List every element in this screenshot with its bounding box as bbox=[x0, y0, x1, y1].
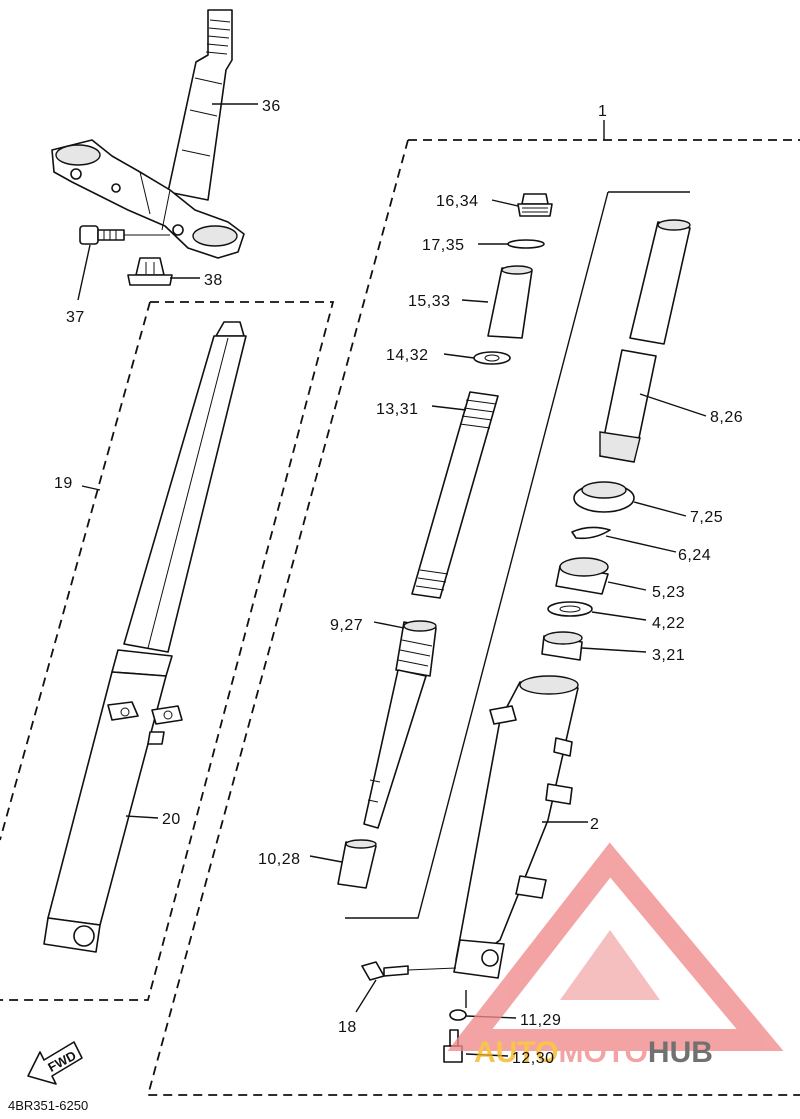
label-9-27: 9,27 bbox=[330, 617, 363, 634]
label-5-23: 5,23 bbox=[652, 584, 685, 601]
inner-tube-part-8 bbox=[599, 219, 691, 463]
label-38: 38 bbox=[204, 272, 223, 289]
clip-part-6 bbox=[571, 526, 611, 540]
watermark-hub: HUB bbox=[648, 1036, 713, 1069]
label-4-22: 4,22 bbox=[652, 615, 685, 632]
label-14-32: 14,32 bbox=[386, 347, 429, 364]
label-15-33: 15,33 bbox=[408, 293, 451, 310]
watermark-logo: AUTOMOTOHUB bbox=[447, 842, 784, 1069]
washer-part-14 bbox=[473, 351, 511, 365]
watermark-moto: MOTO bbox=[558, 1036, 647, 1069]
label-1: 1 bbox=[598, 103, 607, 120]
steering-stem-part-36 bbox=[167, 9, 233, 201]
oil-seal-part-5 bbox=[555, 557, 609, 595]
leader-lines bbox=[77, 103, 707, 1057]
bolt-part-37 bbox=[79, 225, 170, 245]
label-2: 2 bbox=[590, 816, 599, 833]
assembly-1-outline bbox=[146, 120, 800, 1096]
fwd-arrow-icon: FWD bbox=[27, 1041, 83, 1085]
washer-part-4 bbox=[547, 601, 593, 617]
cap-bolt-part-16 bbox=[517, 193, 553, 217]
bolt-part-18 bbox=[361, 961, 457, 981]
watermark-auto: AUTO bbox=[474, 1036, 558, 1069]
label-10-28: 10,28 bbox=[258, 851, 301, 868]
washer-part-11 bbox=[449, 1009, 467, 1021]
label-7-25: 7,25 bbox=[690, 509, 723, 526]
label-16-34: 16,34 bbox=[436, 193, 479, 210]
label-20: 20 bbox=[162, 811, 181, 828]
callout-labels: 1 2 3,21 4,22 5,23 6,24 7,25 8,26 9,27 1… bbox=[54, 98, 743, 1067]
o-ring-part-17 bbox=[507, 239, 545, 249]
under-bracket bbox=[51, 139, 245, 259]
outer-tube-part-2 bbox=[453, 675, 579, 979]
label-8-26: 8,26 bbox=[710, 409, 743, 426]
label-12-30: 12,30 bbox=[512, 1050, 555, 1067]
sleeve-part-38 bbox=[127, 257, 173, 286]
taper-spindle-part-10 bbox=[337, 839, 377, 889]
label-37: 37 bbox=[66, 309, 85, 326]
svg-text:AUTOMOTOHUB: AUTOMOTOHUB bbox=[474, 1036, 713, 1069]
label-17-35: 17,35 bbox=[422, 237, 465, 254]
label-13-31: 13,31 bbox=[376, 401, 419, 418]
damper-subgroup-outline bbox=[345, 191, 690, 919]
damper-rod-part-9 bbox=[363, 620, 437, 829]
label-36: 36 bbox=[262, 98, 281, 115]
label-19: 19 bbox=[54, 475, 73, 492]
dust-seal-part-7 bbox=[573, 481, 635, 513]
label-3-21: 3,21 bbox=[652, 647, 685, 664]
fork-spring-part-13 bbox=[411, 391, 499, 599]
watermark-triangle bbox=[447, 842, 784, 1051]
label-18: 18 bbox=[338, 1019, 357, 1036]
fork-assembly-left bbox=[43, 321, 247, 953]
label-11-29: 11,29 bbox=[520, 1012, 561, 1029]
slide-metal-part-3 bbox=[541, 631, 583, 661]
drawing-code: 4BR351-6250 bbox=[8, 1098, 88, 1113]
label-6-24: 6,24 bbox=[678, 547, 711, 564]
assembly-19-outline bbox=[0, 301, 335, 1001]
spacer-part-15 bbox=[487, 265, 533, 339]
